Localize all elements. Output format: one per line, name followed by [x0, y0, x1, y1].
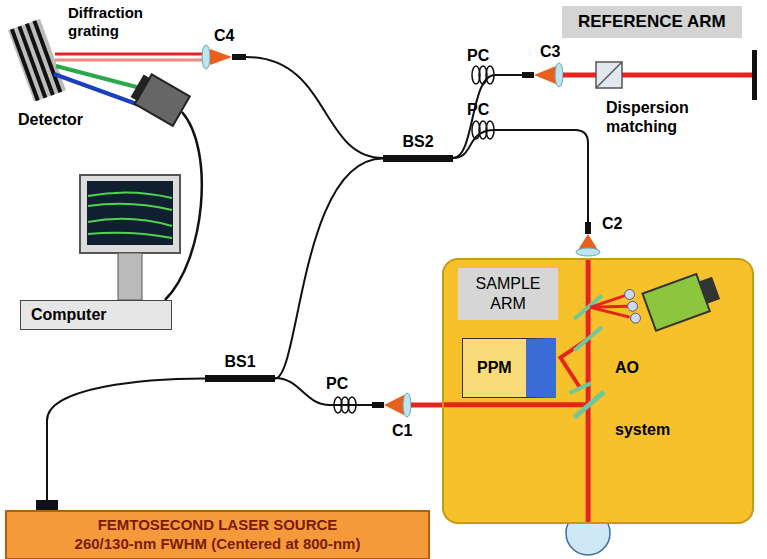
fiber-connector — [585, 222, 591, 234]
oct-image — [88, 192, 172, 238]
detector — [129, 71, 190, 126]
dispersion-cube — [596, 62, 622, 88]
coupler-bar — [383, 155, 453, 162]
ppm-box: PPM — [462, 338, 556, 398]
red-beam — [55, 59, 203, 62]
screen — [87, 181, 173, 245]
monitor-stand — [118, 253, 142, 300]
fiber — [246, 57, 383, 158]
part-label: PC — [467, 46, 489, 65]
coupler-bar — [205, 375, 275, 382]
lens — [202, 45, 210, 69]
beam-splitter: BS1 — [205, 352, 275, 382]
part-label: PC — [467, 100, 489, 119]
node-text: BS1 — [224, 353, 255, 370]
part-label: Diffraction grating — [68, 4, 168, 40]
part-label: AO — [615, 358, 639, 377]
node-text: PPM — [477, 359, 512, 376]
fiber-connector — [232, 54, 246, 60]
collimator-cone — [210, 49, 232, 65]
polarization-controller — [334, 397, 356, 413]
fiber — [275, 378, 372, 405]
collimator-cone — [384, 395, 404, 415]
computer-box: Computer — [20, 300, 172, 330]
part-label: C2 — [602, 214, 622, 233]
node-text: FEMTOSECOND LASER SOURCE — [13, 516, 422, 535]
polarization-controller — [472, 66, 494, 84]
arm-label-box: REFERENCE ARM — [562, 6, 742, 38]
red-beam — [55, 53, 203, 56]
collimator-cone — [534, 66, 556, 84]
laser-source-box: FEMTOSECOND LASER SOURCE260/130-nm FWHM … — [5, 510, 430, 559]
fiber-connector — [372, 402, 384, 408]
part-label: C4 — [214, 26, 234, 45]
beam-splitter: BS2 — [383, 132, 453, 162]
blue-beam — [54, 74, 142, 106]
part-label: system — [615, 420, 670, 439]
part-label: Detector — [18, 110, 83, 129]
fiber — [453, 130, 588, 222]
fiber — [453, 75, 522, 158]
optical-fiber — [47, 379, 205, 511]
node-text: Computer — [31, 306, 107, 323]
monitor — [80, 175, 180, 253]
part-label: C3 — [540, 42, 560, 61]
lens — [555, 63, 563, 87]
reference-beam — [563, 73, 752, 78]
part-label: PC — [326, 374, 348, 393]
sample-beam — [411, 403, 442, 408]
part-label: C1 — [392, 421, 412, 440]
optical-fiber — [275, 159, 383, 379]
lens — [576, 248, 600, 256]
dispersion-cube — [596, 62, 622, 88]
polarization-controller — [472, 121, 494, 139]
fiber-connector — [522, 72, 534, 78]
sample-arm-region: SAMPLE ARM PPM — [442, 258, 754, 524]
node-text: 260/130-nm FWHM (Centered at 800-nm) — [13, 535, 422, 554]
node-text: REFERENCE ARM — [578, 12, 726, 31]
lens — [403, 393, 411, 417]
node-text: BS2 — [402, 133, 433, 150]
reference-mirror — [752, 50, 757, 100]
region-heading: SAMPLE ARM — [458, 268, 558, 320]
part-label: Dispersion matching — [606, 98, 716, 136]
